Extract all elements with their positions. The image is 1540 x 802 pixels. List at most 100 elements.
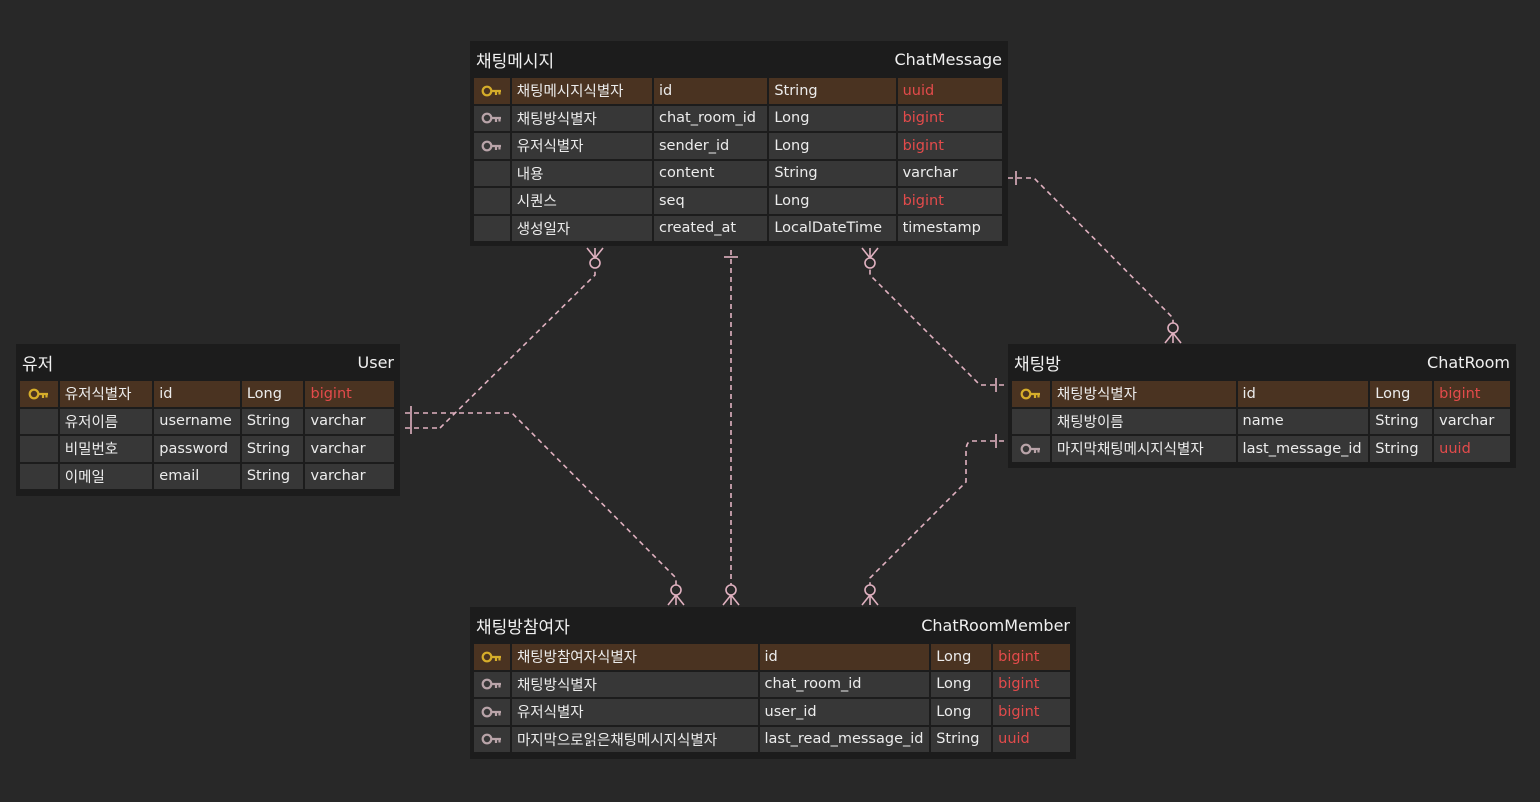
column-name-cell: content (653, 160, 768, 186)
korean-name-cell: 마지막으로읽은채팅메시지식별자 (511, 726, 758, 752)
relation-user-chatmessage (439, 268, 596, 429)
relation-chatroom-chatmessage (869, 268, 1004, 386)
db-type-cell: bigint (1434, 381, 1510, 407)
entity-title-en: User (357, 352, 394, 372)
java-type-cell: Long (769, 188, 896, 214)
primary-key-icon (1020, 388, 1040, 400)
entity-header: 유저 User (16, 344, 400, 380)
entity-title-ko: 유저 (22, 354, 54, 375)
java-type-cell: String (1370, 408, 1433, 434)
db-type-cell: uuid (993, 726, 1070, 752)
entity-title-ko: 채팅방참여자 (476, 617, 570, 638)
column-name-cell: password (154, 436, 240, 462)
java-type-cell: String (1370, 436, 1433, 462)
key-cell (474, 644, 510, 670)
java-type-cell: LocalDateTime (769, 215, 896, 241)
korean-name-cell: 유저식별자 (59, 381, 153, 407)
foreign-key-icon (481, 678, 501, 690)
key-cell (474, 671, 510, 697)
java-type-cell: Long (931, 644, 992, 670)
korean-name-cell: 채팅방식별자 (1051, 381, 1236, 407)
db-type-cell: bigint (305, 381, 394, 407)
db-type-cell: bigint (993, 671, 1070, 697)
column-name-cell: id (1237, 381, 1369, 407)
primary-key-icon (481, 651, 501, 663)
column-name-cell: id (653, 78, 768, 104)
column-name-cell: seq (653, 188, 768, 214)
foreign-key-icon (481, 733, 501, 745)
relation-user-chatroommember (405, 412, 677, 585)
column-name-cell: chat_room_id (759, 671, 930, 697)
java-type-cell: Long (931, 671, 992, 697)
column-name-cell: id (759, 644, 930, 670)
foreign-key-icon (1020, 443, 1040, 455)
primary-key-icon (481, 85, 501, 97)
key-cell (20, 436, 58, 462)
key-cell (474, 133, 510, 159)
relation-chatmessage-chatroom (1008, 177, 1174, 323)
key-cell (20, 381, 58, 407)
java-type-cell: Long (769, 105, 896, 131)
db-type-cell: bigint (897, 133, 1002, 159)
crows-foot (594, 247, 604, 259)
java-type-cell: String (241, 436, 304, 462)
column-name-cell: name (1237, 408, 1369, 434)
db-type-cell: timestamp (897, 215, 1002, 241)
db-type-cell: bigint (993, 644, 1070, 670)
column-name-cell: created_at (653, 215, 768, 241)
korean-name-cell: 이메일 (59, 463, 153, 489)
db-type-cell: uuid (897, 78, 1002, 104)
key-cell (474, 188, 510, 214)
column-name-cell: id (154, 381, 240, 407)
column-name-cell: user_id (759, 699, 930, 725)
java-type-cell: String (241, 408, 304, 434)
key-cell (474, 105, 510, 131)
korean-name-cell: 생성일자 (511, 215, 652, 241)
db-type-cell: uuid (1434, 436, 1510, 462)
db-type-cell: varchar (897, 160, 1002, 186)
zero-circle (670, 584, 682, 596)
korean-name-cell: 마지막채팅메시지식별자 (1051, 436, 1236, 462)
entity-title-ko: 채팅방 (1014, 354, 1061, 375)
key-cell (20, 463, 58, 489)
column-name-cell: username (154, 408, 240, 434)
db-type-cell: bigint (993, 699, 1070, 725)
korean-name-cell: 비밀번호 (59, 436, 153, 462)
key-cell (474, 726, 510, 752)
java-type-cell: String (931, 726, 992, 752)
relation-chatroom-chatroommember (869, 440, 1004, 585)
column-name-cell: last_message_id (1237, 436, 1369, 462)
korean-name-cell: 채팅방이름 (1051, 408, 1236, 434)
key-cell (474, 215, 510, 241)
foreign-key-icon (481, 112, 501, 124)
db-type-cell: varchar (305, 408, 394, 434)
java-type-cell: Long (1370, 381, 1433, 407)
key-cell (474, 160, 510, 186)
db-type-cell: varchar (305, 436, 394, 462)
java-type-cell: String (769, 160, 896, 186)
korean-name-cell: 시퀀스 (511, 188, 652, 214)
